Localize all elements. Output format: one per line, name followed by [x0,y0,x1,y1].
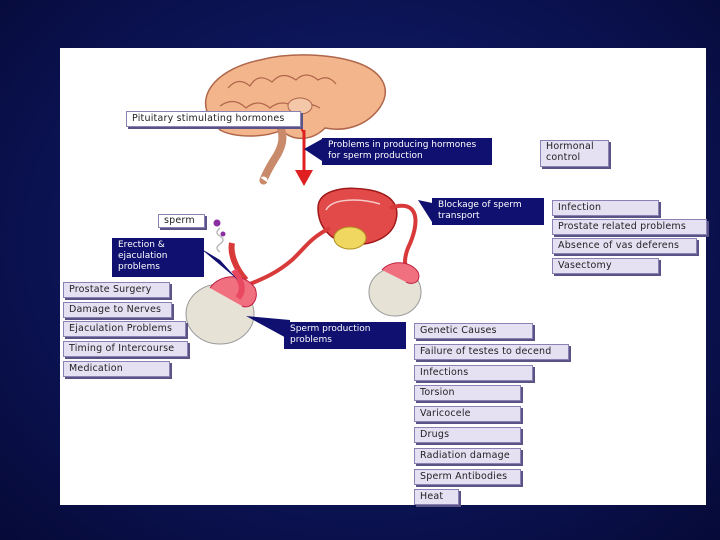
down-arrow-icon [295,130,313,186]
callout-sperm-production: Sperm production problems [284,322,406,349]
label-pituitary: Pituitary stimulating hormones [126,111,301,127]
label-hormonal-control: Hormonal control [540,140,609,167]
label-vasectomy: Vasectomy [552,258,659,274]
right-testis-icon [368,262,422,317]
left-testis-icon [185,268,257,345]
label-drugs: Drugs [414,427,521,443]
label-varicocele: Varicocele [414,406,521,422]
label-failure-testes: Failure of testes to decend [414,344,569,360]
label-genetic-causes: Genetic Causes [414,323,533,339]
label-timing-intercourse: Timing of Intercourse [63,341,188,357]
label-damage-nerves: Damage to Nerves [63,302,172,318]
label-absence-vas: Absence of vas deferens [552,238,697,254]
callout-hormone-problems: Problems in producing hormones for sperm… [322,138,492,165]
label-sperm-antibodies: Sperm Antibodies [414,469,521,485]
label-infection: Infection [552,200,659,216]
diagram-slide: Problems in producing hormones for sperm… [60,48,707,505]
label-prostate-related: Prostate related problems [552,219,707,235]
label-radiation: Radiation damage [414,448,521,464]
callout-blockage: Blockage of sperm transport [432,198,544,225]
label-infections: Infections [414,365,533,381]
callout-erection: Erection & ejaculation problems [112,238,204,277]
label-prostate-surgery: Prostate Surgery [63,282,170,298]
sperm-icon [213,219,226,253]
label-sperm: sperm [158,214,205,228]
label-torsion: Torsion [414,385,521,401]
label-medication: Medication [63,361,170,377]
label-heat: Heat [414,489,459,505]
bladder-icon [317,187,398,250]
label-ejaculation-problems: Ejaculation Problems [63,321,186,337]
